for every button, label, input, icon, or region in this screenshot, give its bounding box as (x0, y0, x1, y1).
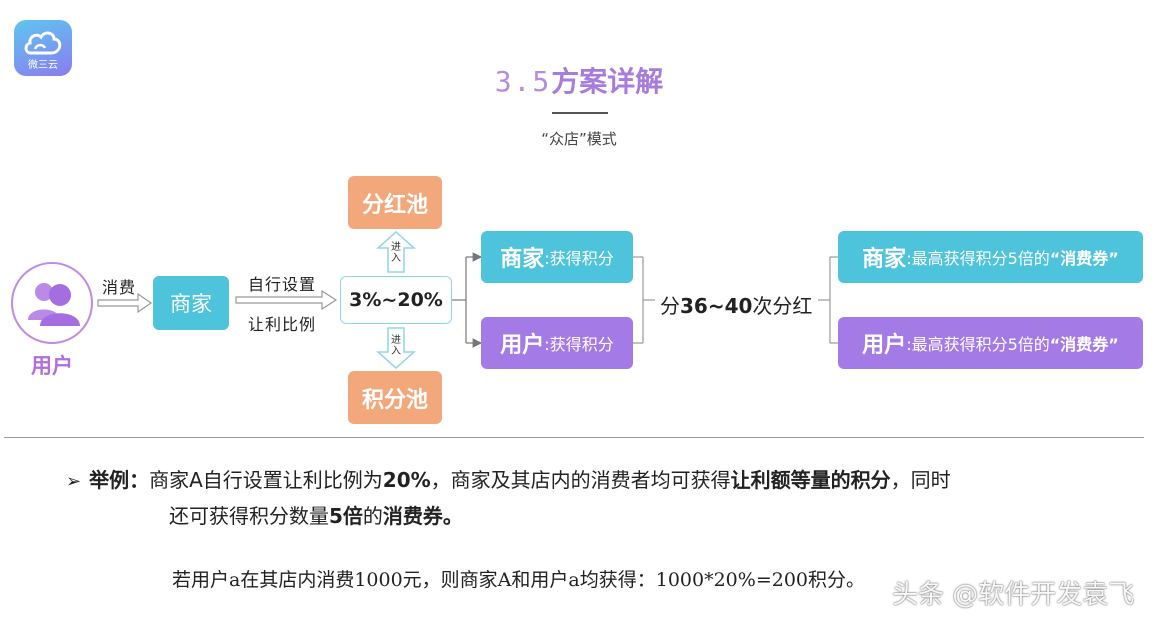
mid-join-bracket (633, 256, 655, 344)
example-text-2: ，商家及其店内的消费者均可获得 (430, 468, 731, 492)
user-label: 用户 (31, 354, 73, 378)
mid-user-box: 用户:获得积分 (481, 317, 633, 369)
right-user-bold: 用户 (862, 333, 907, 358)
up-arrow-label: 进入 (391, 242, 401, 264)
example-text-4: 还可获得积分数量 (169, 504, 329, 528)
dividend-pool-box: 分红池 (348, 176, 442, 229)
page-subtitle: “众店”模式 (541, 130, 617, 148)
app-logo: 微三云 (14, 20, 72, 76)
right-user-rest: :最高获得积分5倍的 (906, 335, 1050, 354)
consume-label: 消费 (102, 278, 137, 297)
down-enter-arrow (376, 327, 416, 370)
title-number: 3.5 (494, 65, 552, 98)
title-text: 方案详解 (551, 65, 664, 98)
split-post: 次分红 (752, 294, 813, 318)
set-ratio-label-top: 自行设置 (248, 275, 317, 294)
mid-user-rest: :获得积分 (544, 335, 614, 354)
set-ratio-arrow (235, 289, 338, 311)
example-bold-3: 5倍 (329, 504, 363, 528)
mid-merchant-bold: 商家 (500, 247, 545, 272)
split-pre: 分 (660, 294, 680, 318)
example-bold-2: 让利额等量的积分 (730, 468, 891, 492)
example-line-2: 还可获得积分数量5倍的消费券。 (169, 498, 463, 534)
right-merchant-rest: :最高获得积分5倍的 (906, 249, 1050, 268)
ratio-split-bracket (452, 252, 483, 348)
section-divider (4, 437, 1144, 438)
example-line-1: ➢ 举例：商家A自行设置让利比例为20%，商家及其店内的消费者均可获得让利额等量的… (66, 462, 951, 500)
user-avatar (11, 262, 93, 344)
right-merchant-em: “消费券” (1049, 249, 1119, 268)
example-label: 举例： (89, 468, 150, 492)
user-group-icon (28, 283, 80, 326)
ratio-box: 3%~20% (340, 276, 452, 324)
calculation-text: 若用户a在其店内消费1000元，则商家A和用户a均获得：1000*20%=200… (172, 569, 866, 591)
split-bold: 36~40 (680, 294, 753, 318)
cloud-icon (24, 31, 62, 55)
example-bold-1: 20% (382, 468, 431, 492)
page-title: 3.5方案详解 (0, 60, 1158, 100)
dividend-split-text: 分36~40次分红 (660, 290, 812, 319)
right-merchant-box: 商家:最高获得积分5倍的“消费券” (838, 231, 1143, 283)
down-arrow-label: 进入 (391, 335, 401, 357)
merchant-box: 商家 (153, 276, 229, 330)
right-user-em: “消费券” (1049, 335, 1119, 354)
example-text-1: 商家A自行设置让利比例为 (149, 468, 383, 492)
logo-text: 微三云 (28, 60, 58, 71)
consume-arrow (97, 292, 153, 314)
example-bold-4: 消费券。 (382, 504, 463, 528)
points-pool-box: 积分池 (348, 371, 442, 424)
title-underline (552, 112, 608, 114)
mid-merchant-rest: :获得积分 (544, 249, 614, 268)
right-split-bracket (818, 256, 838, 344)
mid-merchant-box: 商家:获得积分 (481, 231, 633, 283)
example-text-3: ，同时 (890, 468, 951, 492)
example-text-5: 的 (362, 504, 383, 528)
mid-user-bold: 用户 (500, 333, 545, 358)
right-merchant-bold: 商家 (862, 247, 907, 272)
right-user-box: 用户:最高获得积分5倍的“消费券” (838, 317, 1143, 369)
set-ratio-label-bottom: 让利比例 (248, 315, 317, 334)
bullet-icon: ➢ (66, 471, 82, 492)
up-enter-arrow (376, 230, 416, 273)
watermark: 头条 @软件开发袁飞 (892, 580, 1135, 610)
